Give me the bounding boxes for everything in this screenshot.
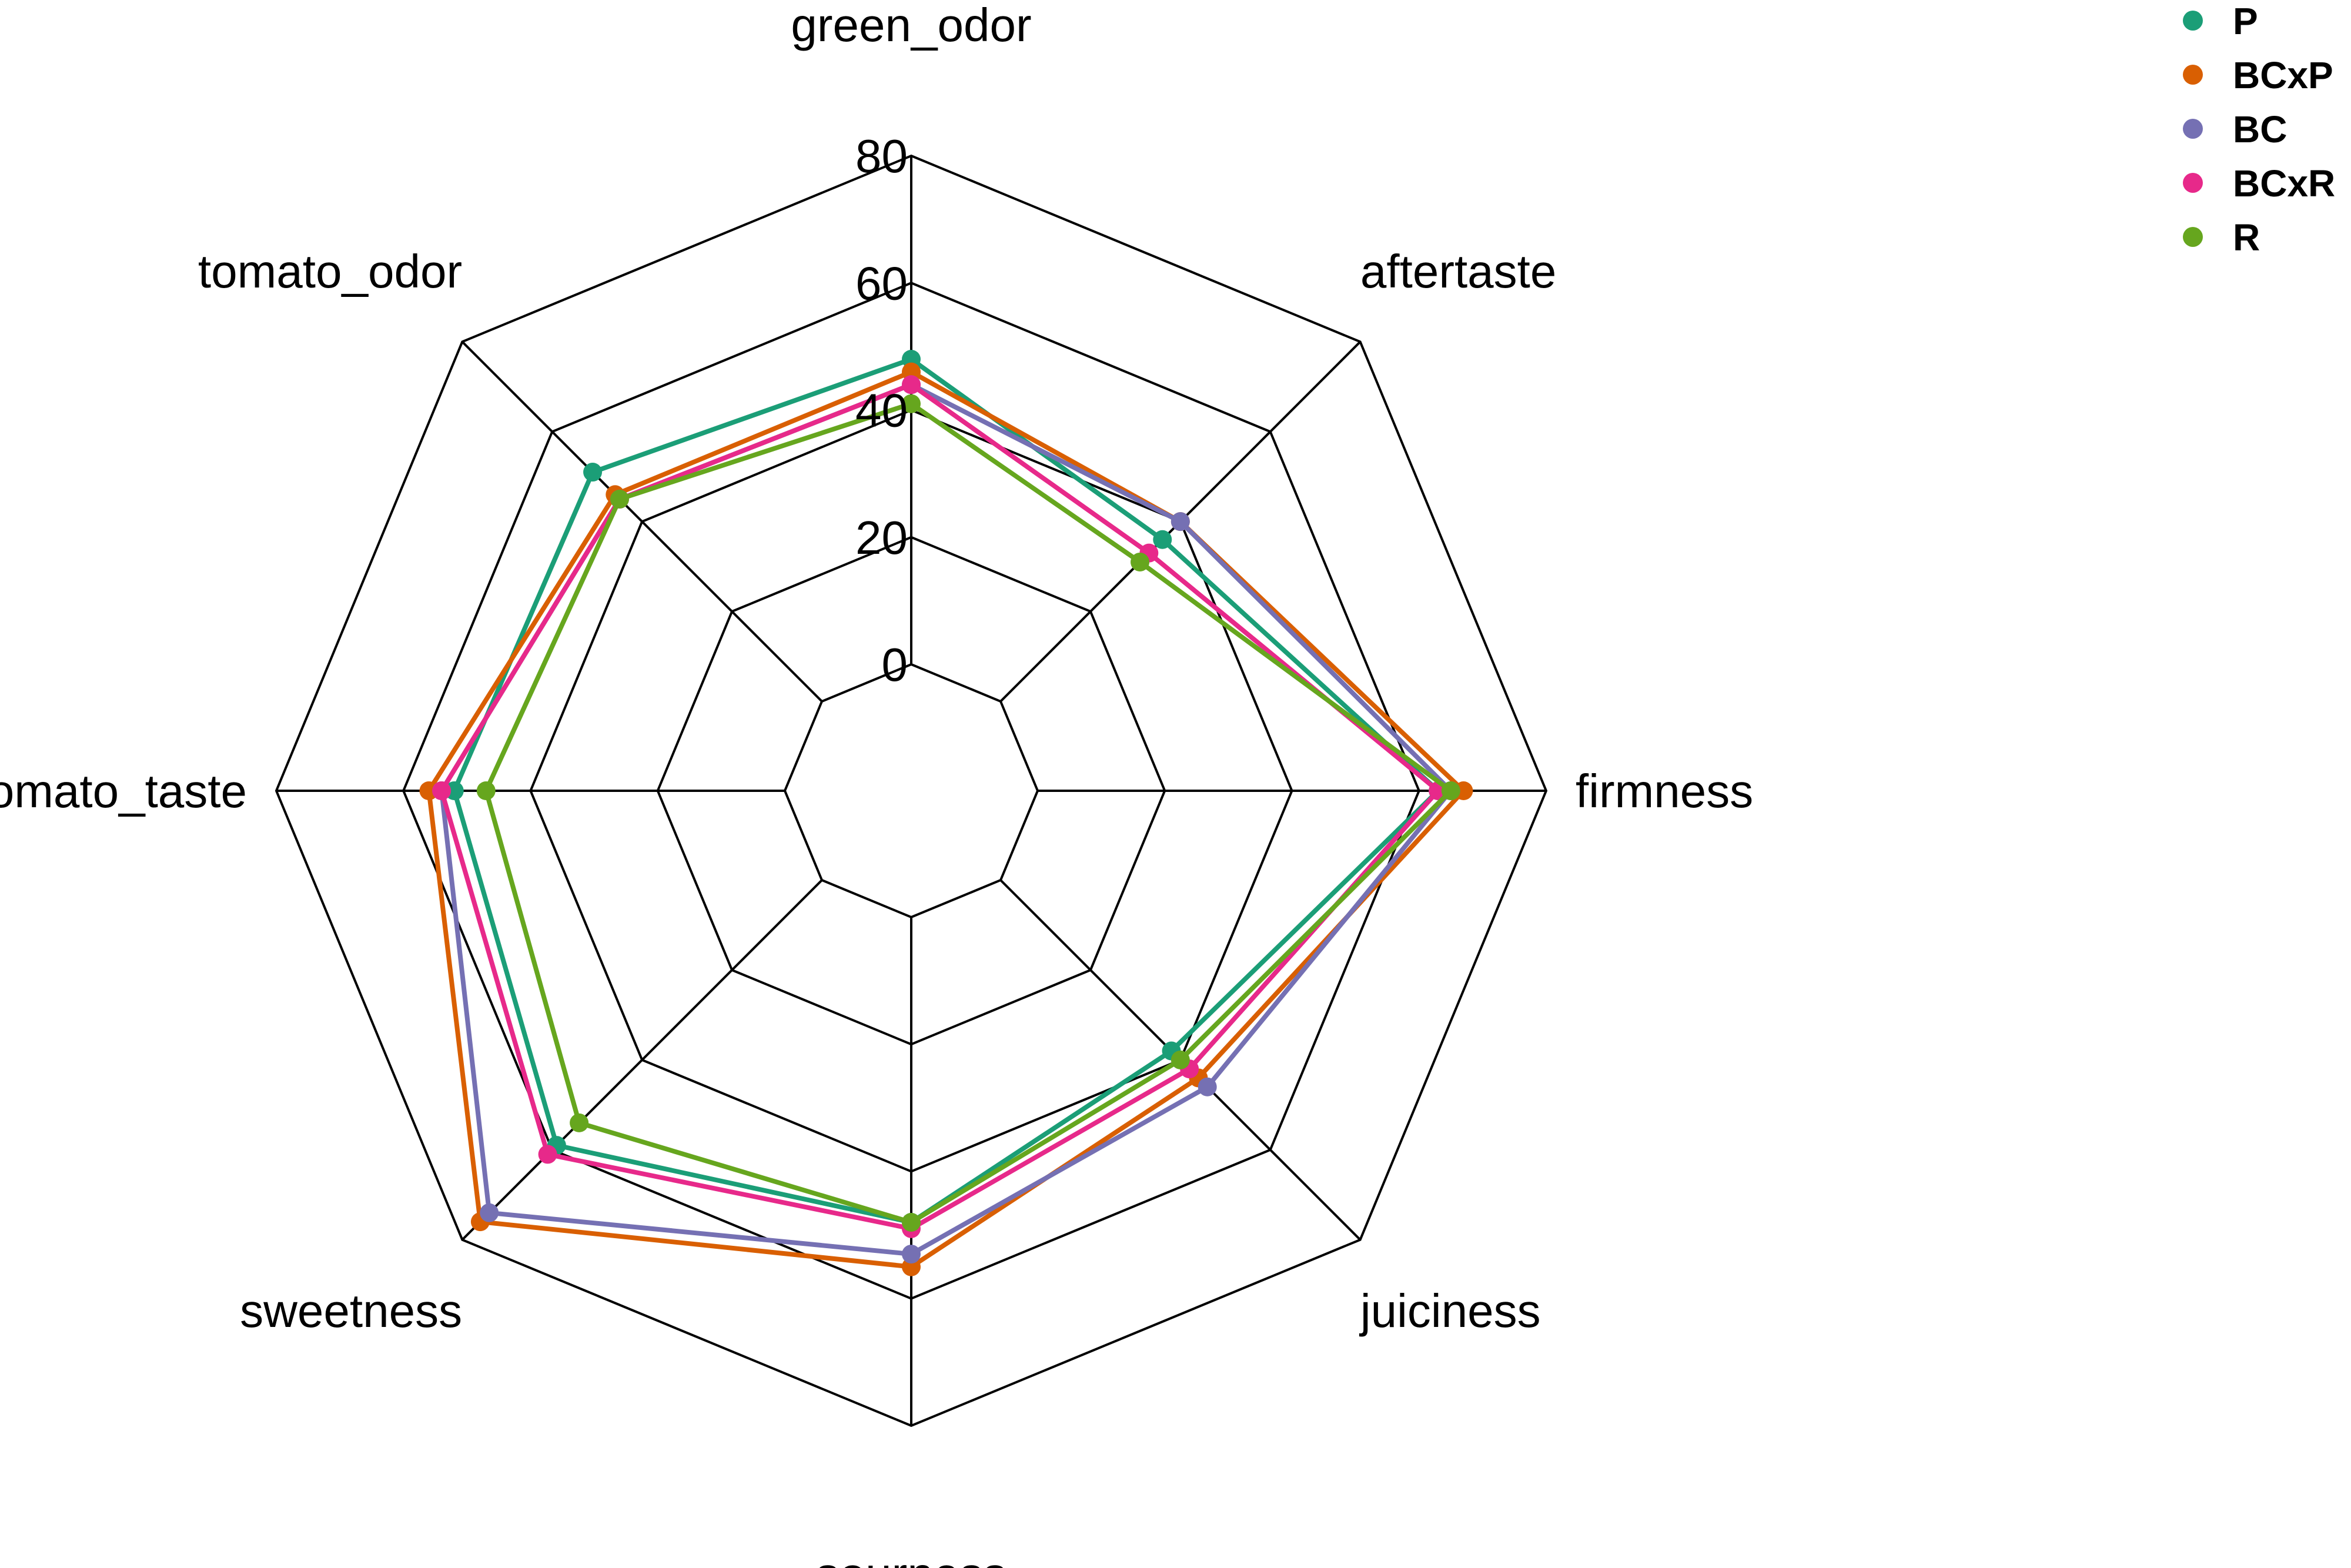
legend-key-BCxP	[2183, 65, 2203, 85]
legend-label-R: R	[2233, 216, 2260, 259]
legend: P BCxP BC BCxR R	[2183, 0, 2335, 259]
data-point-R-sweetness	[570, 1113, 589, 1132]
data-point-BCxR-green_odor	[902, 375, 921, 394]
legend-key-BCxR	[2183, 173, 2203, 193]
legend-key-R	[2183, 227, 2203, 247]
axis-label-juiciness: juiciness	[1359, 1285, 1541, 1337]
data-point-R-green_odor	[902, 394, 921, 413]
tick-label-20: 20	[855, 511, 908, 564]
legend-key-BC	[2183, 119, 2203, 139]
legend-label-BCxP: BCxP	[2233, 54, 2333, 96]
axis-label-sourness: sourness	[816, 1548, 1007, 1568]
tick-label-0: 0	[882, 638, 908, 691]
series-line-BCxP	[426, 369, 1466, 1269]
series-line-BC	[439, 382, 1453, 1257]
series-BC	[432, 375, 1460, 1264]
data-point-BCxR-sweetness	[538, 1145, 557, 1164]
series-line-BCxR	[439, 382, 1441, 1231]
legend-key-P	[2183, 11, 2203, 31]
data-point-BC-sourness	[902, 1245, 921, 1264]
data-point-R-tomato_taste	[476, 781, 496, 800]
series-BCxR	[432, 375, 1448, 1238]
data-point-BCxR-tomato_taste	[432, 781, 452, 800]
tick-layer: 0 20 40 60 80	[855, 130, 908, 691]
legend-label-BCxR: BCxR	[2233, 162, 2335, 205]
axis-label-aftertaste: aftertaste	[1360, 245, 1557, 297]
axis-label-tomato_taste: tomato_taste	[0, 765, 247, 817]
tick-label-60: 60	[855, 257, 908, 309]
spoke-tomato_odor	[461, 340, 823, 703]
tick-label-80: 80	[855, 130, 908, 182]
series-line-R	[483, 401, 1453, 1225]
data-point-BC-juiciness	[1198, 1077, 1217, 1096]
spoke-sweetness	[461, 879, 823, 1241]
legend-label-P: P	[2233, 0, 2258, 42]
axis-label-firmness: firmness	[1576, 765, 1753, 817]
data-point-R-aftertaste	[1131, 552, 1150, 571]
series-BCxP	[419, 362, 1473, 1276]
data-point-P-tomato_odor	[583, 463, 603, 482]
axis-label-sweetness: sweetness	[240, 1285, 462, 1337]
axis-label-green_odor: green_odor	[791, 0, 1031, 51]
series-R	[476, 394, 1460, 1232]
data-point-R-juiciness	[1171, 1050, 1190, 1069]
data-point-BC-sweetness	[480, 1203, 499, 1222]
axis-label-layer: green_odor aftertaste firmness juiciness sou…	[0, 0, 1753, 1568]
data-point-R-tomato_odor	[610, 489, 629, 509]
axis-label-tomato_odor: tomato_odor	[198, 245, 462, 297]
data-point-BC-aftertaste	[1171, 512, 1190, 531]
grid-ring-0	[783, 663, 1039, 919]
data-point-R-firmness	[1441, 781, 1460, 800]
tick-label-40: 40	[855, 385, 908, 437]
legend-label-BC: BC	[2233, 108, 2287, 151]
series-layer	[419, 350, 1473, 1276]
data-point-P-aftertaste	[1153, 530, 1172, 549]
data-point-R-sourness	[902, 1213, 921, 1232]
